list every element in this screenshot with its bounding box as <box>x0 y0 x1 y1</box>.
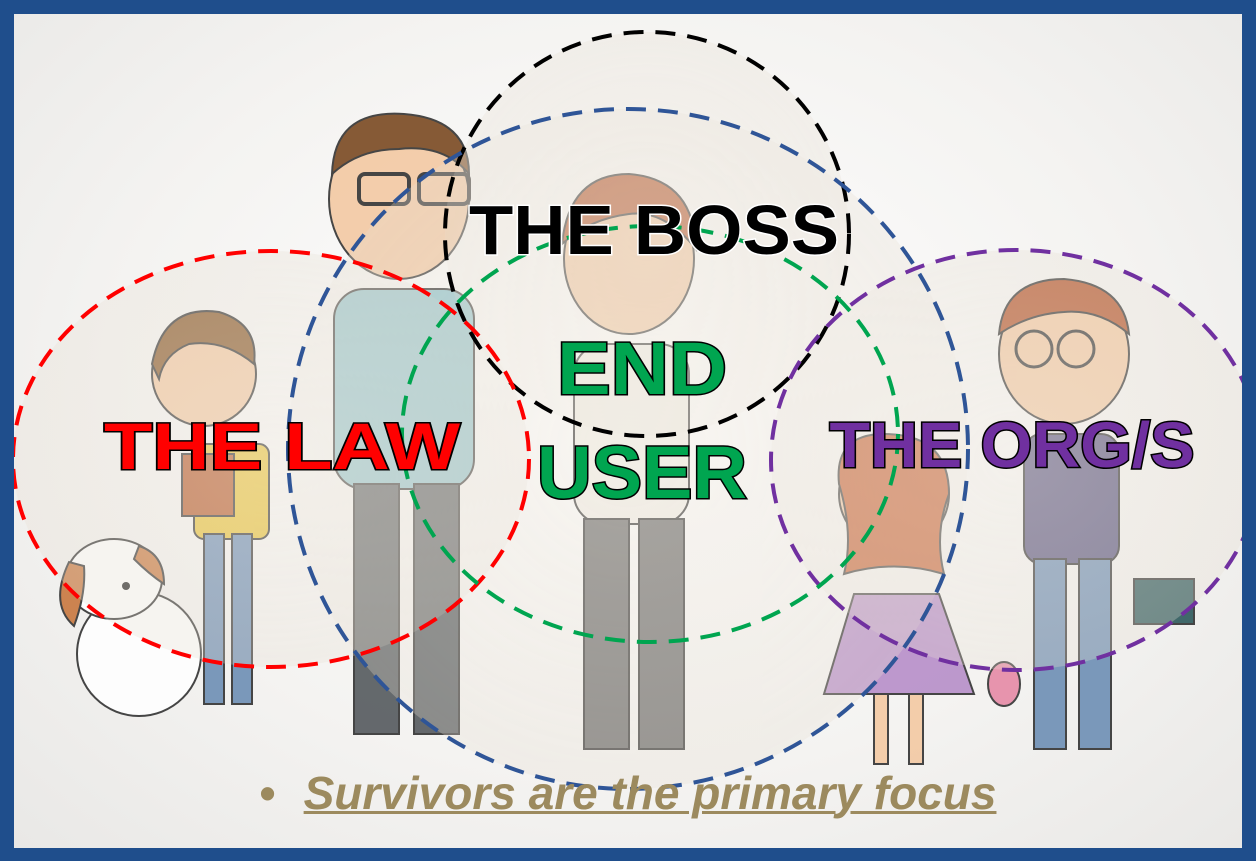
end-user-circle <box>400 224 900 644</box>
outer-circle <box>286 107 970 791</box>
orgs-circle <box>769 248 1242 672</box>
bullet: • <box>259 767 276 819</box>
circle-fills <box>14 32 1242 789</box>
end-user-label-line1: END <box>557 327 727 410</box>
boss-circle <box>443 30 851 438</box>
boss-label: THE BOSS <box>469 191 839 269</box>
law-circle <box>14 249 531 669</box>
venn-diagram: THE BOSS END USER THE LAW THE ORG/S <box>14 30 1242 791</box>
slide: THE BOSS END USER THE LAW THE ORG/S • Sur… <box>14 14 1242 848</box>
caption: • Survivors are the primary focus <box>14 766 1242 820</box>
end-user-label-line2: USER <box>537 431 747 514</box>
orgs-label: THE ORG/S <box>830 409 1195 481</box>
law-label: THE LAW <box>104 409 461 483</box>
caption-text: Survivors are the primary focus <box>303 767 997 819</box>
